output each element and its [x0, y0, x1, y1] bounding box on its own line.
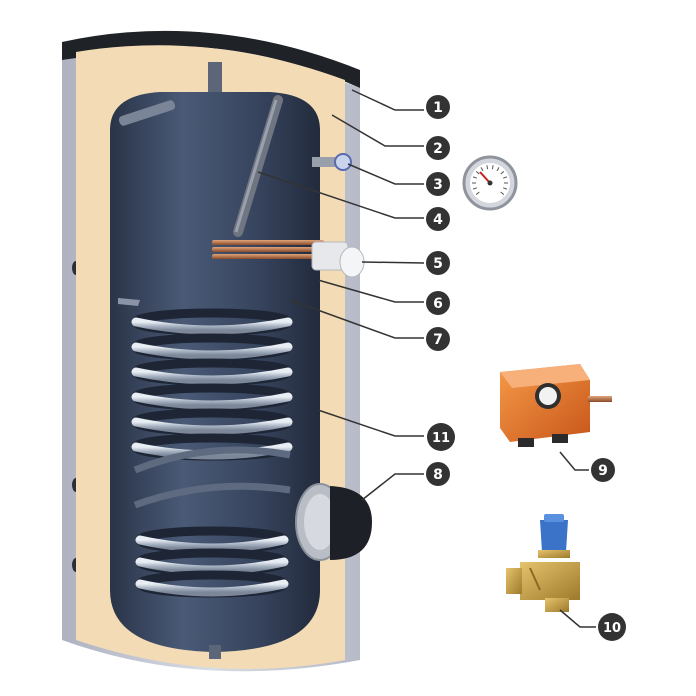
thermostat-icon [500, 364, 612, 447]
coil-turn [135, 579, 289, 597]
callout-badge [426, 291, 450, 315]
leader-line [559, 609, 596, 628]
leader-line [361, 473, 424, 501]
callout-6: 6 [317, 279, 450, 315]
leader-line [331, 114, 424, 147]
coil-turn [135, 557, 289, 575]
callout-badge [427, 423, 455, 451]
coil-turn [131, 392, 293, 410]
coil-turn [131, 367, 293, 385]
callout-1: 1 [351, 89, 450, 119]
callout-9: 9 [559, 451, 615, 482]
leader-line [289, 299, 424, 339]
callout-badge [426, 207, 450, 231]
callout-number: 4 [433, 212, 443, 228]
leader-line [559, 451, 589, 471]
callout-number: 2 [433, 141, 443, 157]
callout-number: 10 [603, 621, 621, 636]
callout-5: 5 [361, 251, 450, 275]
callout-11: 11 [317, 409, 455, 451]
callout-badge [598, 613, 626, 641]
callout-number: 1 [433, 100, 443, 116]
callout-badge [426, 327, 450, 351]
coil-turn [135, 535, 289, 553]
leader-line [317, 279, 424, 303]
heat-exchanger-coil [131, 308, 293, 461]
coil-turn [131, 317, 293, 335]
callout-number: 6 [433, 296, 443, 312]
inner-tank [110, 62, 320, 659]
coil-bracket [118, 298, 140, 306]
leader-line [361, 261, 425, 264]
coil-connector [133, 446, 291, 509]
thermometer-icon [462, 155, 518, 211]
callout-3: 3 [347, 163, 450, 196]
callout-number: 8 [433, 467, 443, 483]
callout-badge [426, 172, 450, 196]
thermometer-sleeve [312, 153, 352, 171]
lower-coil [135, 526, 289, 598]
callout-badge [426, 462, 450, 486]
coil-turn [131, 417, 293, 435]
callout-badge [426, 136, 450, 160]
callout-2: 2 [331, 114, 450, 160]
anode-rod-icon [233, 95, 283, 237]
callout-number: 7 [433, 332, 443, 348]
heating-element-icon [212, 240, 365, 278]
callout-10: 10 [559, 609, 626, 641]
callout-labels: 1 2 3 4 5 6 7 11 8 9 10 [257, 89, 626, 641]
callout-number: 3 [433, 177, 443, 193]
callout-number: 11 [432, 431, 450, 446]
leader-line [347, 163, 424, 185]
leader-line [351, 89, 424, 111]
safety-valve-icon [506, 514, 580, 612]
callout-number: 9 [598, 463, 608, 479]
leader-line [257, 171, 424, 219]
callout-badge [591, 458, 615, 482]
callout-number: 5 [433, 256, 443, 272]
leader-line [317, 409, 424, 437]
callout-8: 8 [361, 462, 450, 501]
callout-7: 7 [289, 299, 450, 351]
flange-icon [295, 483, 372, 561]
coil-turn [131, 342, 293, 360]
callout-badge [426, 251, 450, 275]
callout-badge [426, 95, 450, 119]
callout-4: 4 [257, 171, 450, 231]
